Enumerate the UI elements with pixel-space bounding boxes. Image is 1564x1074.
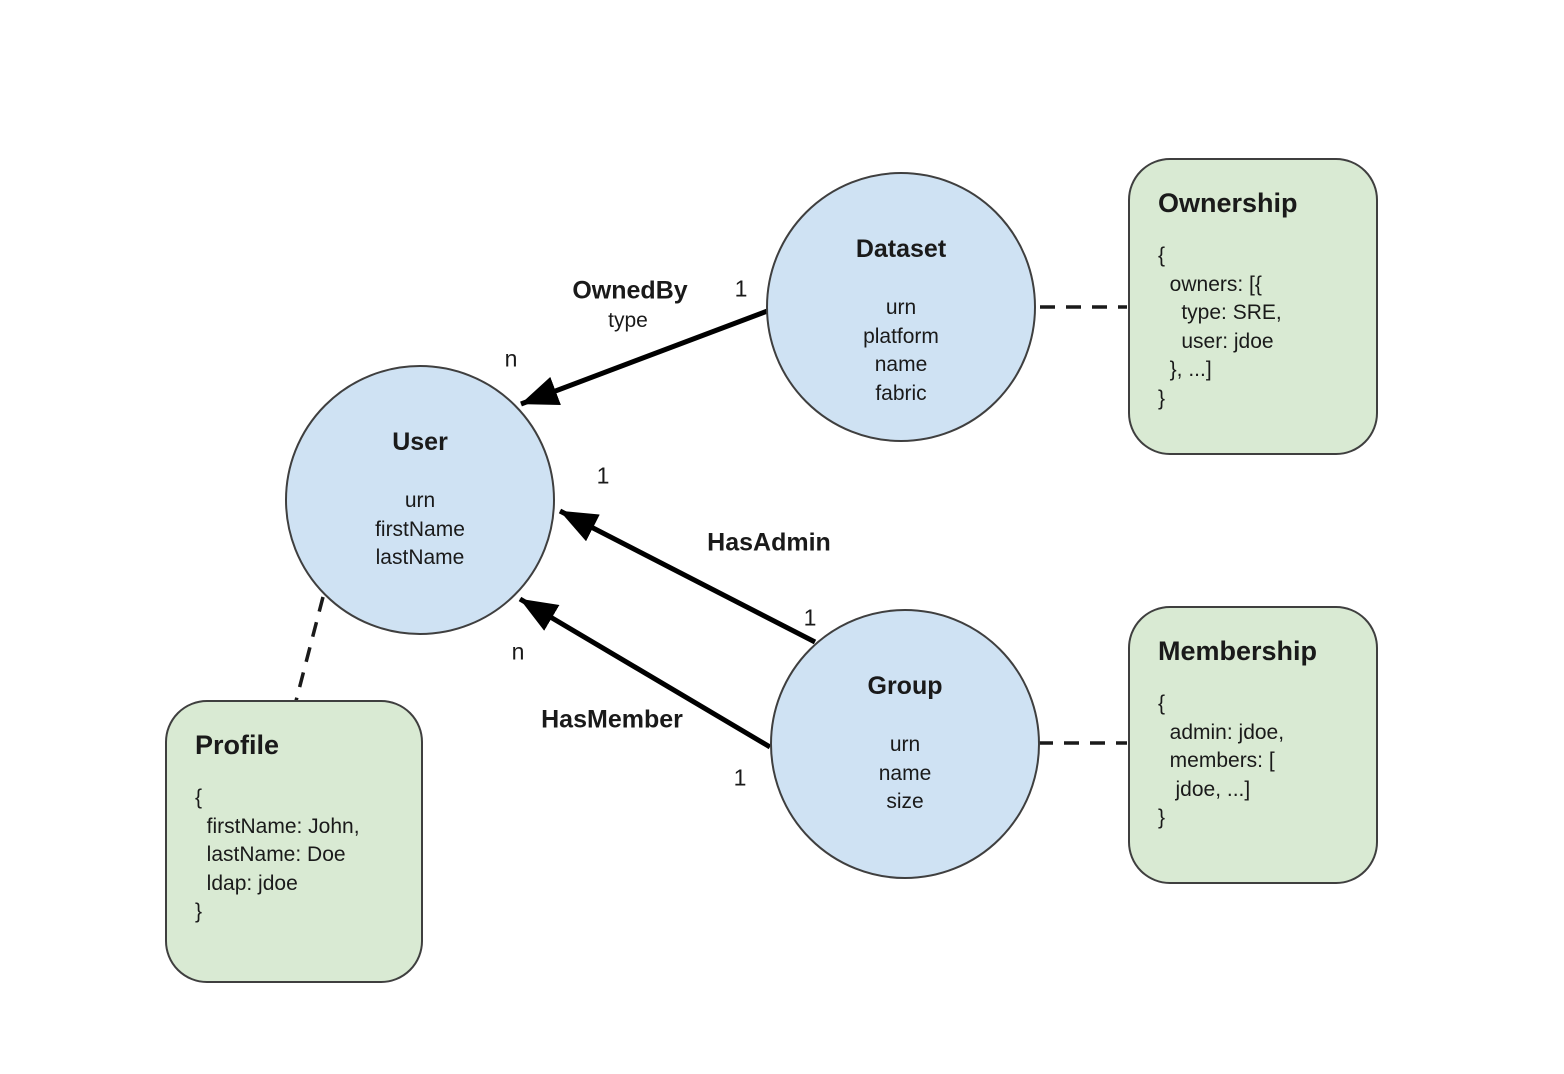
entity-dataset-attrs: urn platform name fabric: [863, 294, 939, 408]
entity-dataset-title: Dataset: [855, 235, 947, 263]
aspect-membership-title: Membership: [1158, 636, 1318, 666]
code-line: members: [: [1158, 749, 1275, 772]
entity-user-title: User: [392, 428, 448, 456]
edge-ownedby-sublabel: type: [608, 309, 648, 332]
entity-attr: urn: [889, 733, 921, 756]
entity-group: Group urn name size: [770, 609, 1040, 879]
cardinality-hasadmin-group: 1: [803, 604, 817, 631]
code-line: }: [1158, 806, 1166, 829]
aspect-profile-title: Profile: [195, 730, 280, 760]
entity-attr: name: [874, 353, 928, 376]
entity-attr: urn: [885, 296, 917, 319]
cardinality-hasmember-user: n: [511, 638, 525, 665]
entity-attr: fabric: [875, 381, 927, 405]
entity-attr: size: [886, 790, 924, 813]
entity-attr: platform: [863, 324, 939, 348]
code-line: owners: [{: [1158, 272, 1262, 296]
entity-dataset: Dataset urn platform name fabric: [766, 172, 1036, 442]
code-line: }: [1158, 386, 1166, 410]
entity-attr: lastName: [375, 546, 465, 569]
cardinality-ownedby-user: n: [504, 345, 518, 372]
entity-group-attrs: urn name size: [879, 731, 932, 817]
code-line: {: [195, 786, 203, 809]
edge-hasmember-label: HasMember: [541, 705, 683, 734]
code-line: {: [1158, 244, 1166, 267]
edge-hasmember-arrow: [518, 596, 772, 750]
code-line: admin: jdoe,: [1158, 720, 1285, 744]
code-line: }, ...]: [1158, 358, 1212, 381]
code-line: }: [195, 900, 203, 923]
aspect-ownership: Ownership { owners: [{ type: SRE, user: …: [1128, 158, 1378, 455]
entity-attr: urn: [404, 489, 436, 512]
aspect-profile: Profile { firstName: John, lastName: Doe…: [165, 700, 423, 983]
cardinality-ownedby-dataset: 1: [734, 275, 748, 302]
aspect-membership: Membership { admin: jdoe, members: [ jdo…: [1128, 606, 1378, 884]
code-line: firstName: John,: [195, 814, 360, 838]
edge-hasadmin-label: HasAdmin: [707, 528, 831, 557]
entity-user-attrs: urn firstName lastName: [375, 487, 465, 573]
entity-attr: name: [878, 761, 932, 785]
aspect-ownership-code: { owners: [{ type: SRE, user: jdoe }, ..…: [1158, 242, 1348, 413]
entity-user: User urn firstName lastName: [285, 365, 555, 635]
aspect-ownership-title: Ownership: [1158, 188, 1298, 218]
code-line: type: SRE,: [1158, 301, 1282, 324]
code-line: user: jdoe: [1158, 329, 1274, 353]
cardinality-hasadmin-user: 1: [596, 462, 610, 489]
edge-ownedby-label: OwnedBy: [572, 276, 688, 305]
code-line: {: [1158, 692, 1166, 715]
edge-hasadmin-arrow: [558, 508, 817, 645]
code-line: ldap: jdoe: [195, 871, 298, 895]
connector-user-profile: [294, 596, 325, 702]
code-line: jdoe, ...]: [1158, 777, 1251, 801]
code-line: lastName: Doe: [195, 843, 346, 866]
cardinality-hasmember-group: 1: [733, 764, 747, 791]
entity-group-title: Group: [867, 672, 943, 700]
aspect-profile-code: { firstName: John, lastName: Doe ldap: j…: [195, 784, 393, 927]
aspect-membership-code: { admin: jdoe, members: [ jdoe, ...] }: [1158, 690, 1348, 833]
edge-ownedby-arrow: [520, 307, 771, 407]
entity-attr: firstName: [375, 517, 465, 541]
